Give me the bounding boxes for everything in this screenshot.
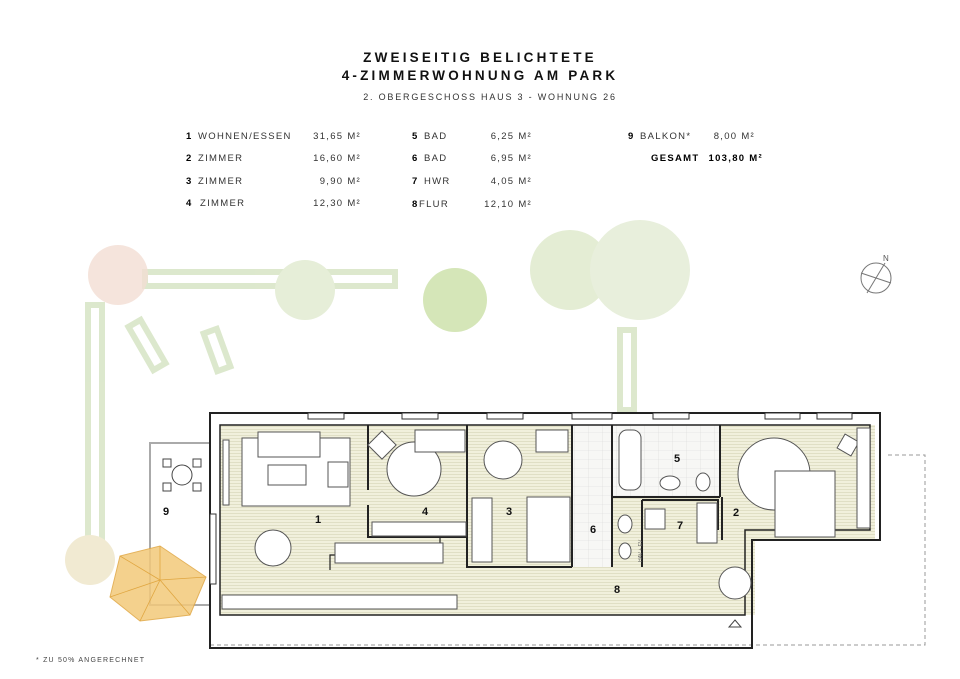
sink	[659, 475, 681, 491]
walls	[209, 412, 881, 649]
rug-round	[386, 441, 442, 497]
tree-icon	[423, 268, 487, 332]
tree-icon	[275, 260, 335, 320]
armchair	[327, 461, 349, 488]
tree-icon	[590, 220, 690, 320]
sink	[617, 514, 633, 534]
room-label-9: 9	[163, 506, 169, 518]
room-label-6: 6	[590, 524, 596, 536]
shelf	[371, 521, 467, 537]
toilet	[618, 542, 632, 560]
double-bed	[774, 470, 836, 538]
hedge	[617, 327, 637, 413]
sofa	[257, 431, 321, 458]
balcony-door	[209, 513, 217, 585]
tree-icon	[65, 535, 115, 585]
window	[486, 412, 524, 420]
bath-6-floor	[572, 425, 612, 567]
window	[816, 412, 853, 420]
trees	[65, 220, 690, 585]
compass-north-label: N	[883, 254, 889, 263]
window	[401, 412, 439, 420]
dining-table	[254, 529, 292, 567]
room-label-3: 3	[506, 506, 512, 518]
compass-icon	[860, 262, 892, 294]
balcony-table	[162, 458, 202, 492]
subtitle: 2. OBERGESCHOSS HAUS 3 - WOHNUNG 26	[363, 92, 617, 102]
furniture	[221, 427, 871, 610]
room-label-8: 8	[614, 584, 620, 596]
room-label-1: 1	[315, 514, 321, 526]
door-swing	[718, 566, 752, 600]
wardrobe	[856, 427, 871, 529]
tree-icon	[530, 230, 610, 310]
tree-icon	[88, 245, 148, 305]
title-line-1: ZWEISEITIG BELICHTETE	[363, 50, 597, 65]
plot-outline	[210, 454, 926, 646]
windows	[209, 412, 853, 585]
armchair	[367, 430, 397, 460]
cabinet	[696, 502, 718, 544]
armchair	[836, 433, 860, 457]
bed	[526, 496, 571, 563]
room-label-2: 2	[733, 507, 739, 519]
footnote: * ZU 50% ANGERECHNET	[36, 657, 146, 664]
umbrella-ribs	[109, 546, 207, 622]
entrance-marker	[727, 619, 743, 628]
hedge	[85, 302, 105, 558]
bathtub	[618, 429, 642, 491]
wardrobe-hall	[221, 594, 458, 610]
title-line-2: 4-ZIMMERWOHNUNG AM PARK	[341, 68, 619, 83]
toilet	[695, 472, 711, 492]
hedge	[142, 269, 398, 289]
sideboard	[334, 542, 444, 564]
room-label-4: 4	[422, 506, 429, 518]
coffee-table	[267, 464, 307, 486]
window	[764, 412, 801, 420]
rug-round	[483, 440, 523, 480]
wardrobe	[471, 497, 493, 563]
washing-machine	[644, 508, 666, 530]
tv-board	[222, 439, 230, 506]
window	[652, 412, 690, 420]
room-label-7: 7	[677, 520, 683, 532]
bench	[199, 324, 235, 376]
hwr-note: HAV + EV	[638, 539, 644, 562]
desk	[535, 429, 569, 453]
window	[571, 412, 613, 420]
desk	[414, 429, 466, 453]
bench	[124, 315, 170, 375]
room-label-5: 5	[674, 453, 680, 465]
window	[307, 412, 345, 420]
